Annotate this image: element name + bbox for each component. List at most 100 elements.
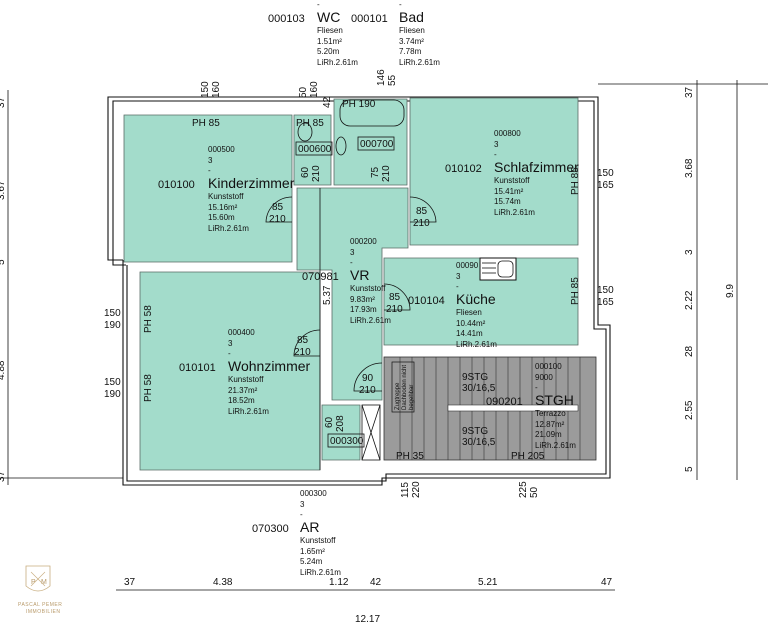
room-code: 000103 xyxy=(268,13,305,25)
room-wc[interactable] xyxy=(293,114,332,186)
window-size-bottom: 55 xyxy=(387,74,398,86)
room-area: 15.16m² xyxy=(208,203,238,212)
room-area: 10.44m² xyxy=(456,319,486,328)
logo xyxy=(25,565,51,592)
fixture-label: 000700 xyxy=(360,139,394,150)
room-dash: - xyxy=(208,166,211,175)
dimension-lines xyxy=(0,80,768,591)
fixture-label: 000300 xyxy=(330,436,364,447)
room-schlafzimmer[interactable] xyxy=(409,97,579,246)
stair-ratio: 30/16,5 xyxy=(462,383,496,394)
dimension-right-total: 9.9 xyxy=(725,284,736,298)
attic-ladder-note: begehbar xyxy=(409,385,415,410)
room-level: 3 xyxy=(494,140,499,149)
room-material: Kunststoff xyxy=(208,192,244,201)
fixture-label-box xyxy=(327,433,365,448)
door-height: 210 xyxy=(311,165,322,182)
window-size-top: 225 xyxy=(518,481,529,498)
room-perimeter: 17.93m xyxy=(350,305,377,314)
washbasin-icon xyxy=(335,136,347,156)
room-dash: - xyxy=(300,510,303,519)
window-size-top: 50 xyxy=(298,86,309,98)
logo-initial: P xyxy=(31,579,36,586)
door-width: 60 xyxy=(300,166,311,178)
door-width: 90 xyxy=(362,373,374,384)
dimension-bottom-total: 12.17 xyxy=(355,614,380,624)
stair-steps: 9STG xyxy=(462,426,488,437)
room-area: 15.41m² xyxy=(494,187,524,196)
hall-dimension: 5.37 xyxy=(322,285,333,305)
dimension-left: 37 xyxy=(0,96,7,108)
room-perimeter: 15.74m xyxy=(494,197,521,206)
window-size-top: 146 xyxy=(376,69,387,86)
room-vr[interactable] xyxy=(296,187,409,401)
room-code: 010104 xyxy=(408,295,445,307)
room-area: 12.87m² xyxy=(535,420,565,429)
room-perimeter: 14.41m xyxy=(456,329,483,338)
room-level: 3 xyxy=(300,500,305,509)
room-kinderzimmer[interactable] xyxy=(123,114,293,263)
room-dash: - xyxy=(317,0,320,9)
room-area: 1.51m² xyxy=(317,37,342,46)
room-height: LiRh.2.61m xyxy=(208,224,249,233)
window-size-bottom: 50 xyxy=(529,486,540,498)
room-level: 3 xyxy=(350,248,355,257)
door-height: 210 xyxy=(294,347,311,358)
window-label: PH 85 xyxy=(570,277,581,305)
room-material: Kunststoff xyxy=(350,284,386,293)
room-name: Schlafzimmer xyxy=(494,159,579,175)
attic-ladder-note: Dachboden nicht xyxy=(402,365,408,410)
room-height: LiRh.2.61m xyxy=(399,58,440,67)
window-size-top: 150 xyxy=(104,308,121,319)
door-height: 210 xyxy=(386,304,403,315)
attic-ladder-note: Zugtreppe xyxy=(395,382,401,410)
door-height: 208 xyxy=(335,415,346,432)
room-material: Fliesen xyxy=(456,308,482,317)
room-level: 3 xyxy=(208,156,213,165)
room-code: 070300 xyxy=(252,523,289,535)
room-ar[interactable] xyxy=(321,404,361,461)
room-height: LiRh.2.61m xyxy=(494,208,535,217)
door-width: 85 xyxy=(416,206,428,217)
room-area: 1.65m² xyxy=(300,547,325,556)
room-perimeter: 7.78m xyxy=(399,47,422,56)
dimension-right: 3 xyxy=(684,249,695,255)
room-name: Wohnzimmer xyxy=(228,358,311,374)
toilet-icon xyxy=(297,122,313,142)
room-height: LiRh.2.61m xyxy=(456,340,497,349)
room-area: 21.37m² xyxy=(228,386,258,395)
attic-ladder-box xyxy=(391,361,415,413)
window-size-top: 150 xyxy=(104,377,121,388)
outer-walls xyxy=(107,96,611,486)
room-number: 00090 xyxy=(456,261,479,270)
window-size-bottom: 160 xyxy=(211,81,222,98)
door-height: 210 xyxy=(413,218,430,229)
room-height: LiRh.2.61m xyxy=(300,568,341,577)
room-name: Kinderzimmer xyxy=(208,175,295,191)
room-code: 000101 xyxy=(351,13,388,25)
room-name: Bad xyxy=(399,9,424,25)
room-area: 3.74m² xyxy=(399,37,424,46)
room-number: 000400 xyxy=(228,328,255,337)
room-code: 070981 xyxy=(302,271,339,283)
window-size-top: 150 xyxy=(200,81,211,98)
room-perimeter: 18.52m xyxy=(228,396,255,405)
door-width: 85 xyxy=(272,202,284,213)
door-height: 210 xyxy=(359,385,376,396)
window-size-top: 150 xyxy=(597,168,614,179)
window-size-top: 115 xyxy=(400,482,411,498)
room-code: 090201 xyxy=(486,396,523,408)
shaft-cross xyxy=(361,404,381,461)
window-size-bottom: 190 xyxy=(104,320,121,331)
room-level: 3 xyxy=(228,339,233,348)
room-dash: - xyxy=(350,258,353,267)
room-name: Küche xyxy=(456,291,496,307)
dimension-bottom: 37 xyxy=(124,577,136,588)
room-dash: - xyxy=(535,383,538,392)
dimension-right: 5 xyxy=(684,466,695,472)
room-bad[interactable] xyxy=(333,98,408,186)
dimension-left: 37 xyxy=(0,470,7,482)
window-size-top: 150 xyxy=(597,285,614,296)
dimension-left: 4.88 xyxy=(0,360,7,380)
